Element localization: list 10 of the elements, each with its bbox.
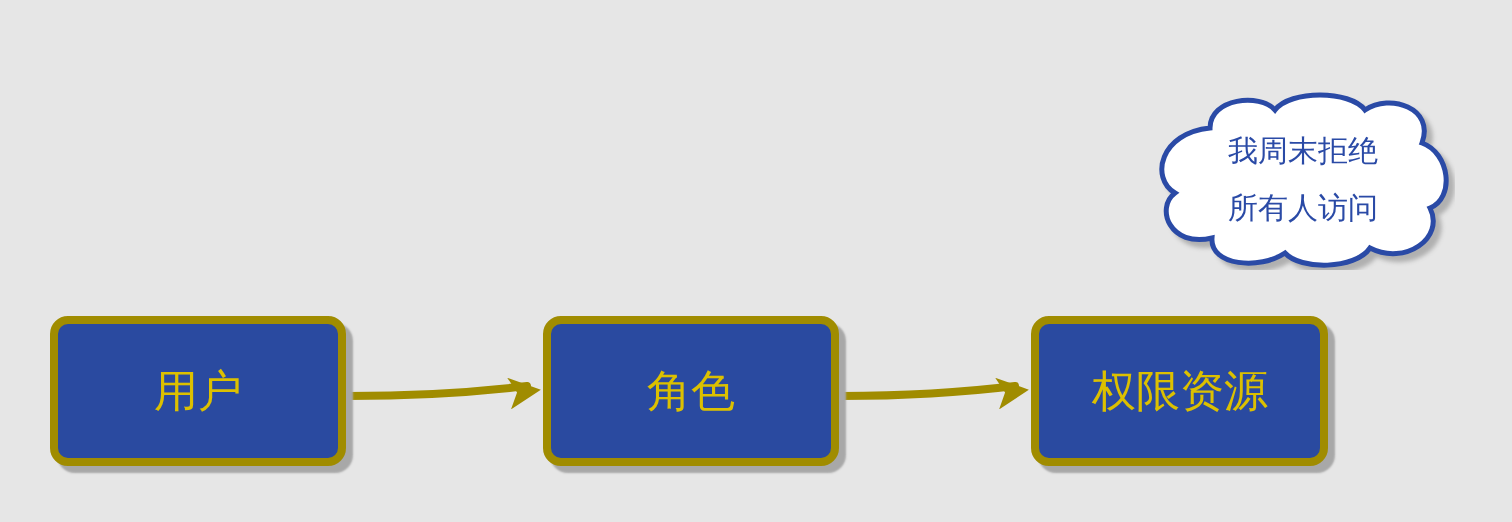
box-label: 权限资源 bbox=[1091, 364, 1268, 418]
process-box bbox=[1031, 316, 1328, 466]
thought-cloud bbox=[1159, 92, 1449, 268]
process-box bbox=[50, 316, 346, 466]
cloud-text: 我周末拒绝所有人访问 bbox=[1226, 132, 1379, 227]
arrow bbox=[837, 377, 1029, 410]
box-label: 用户 bbox=[154, 364, 242, 418]
box-label: 角色 bbox=[647, 364, 735, 418]
process-box bbox=[543, 316, 839, 466]
arrow bbox=[344, 377, 541, 410]
